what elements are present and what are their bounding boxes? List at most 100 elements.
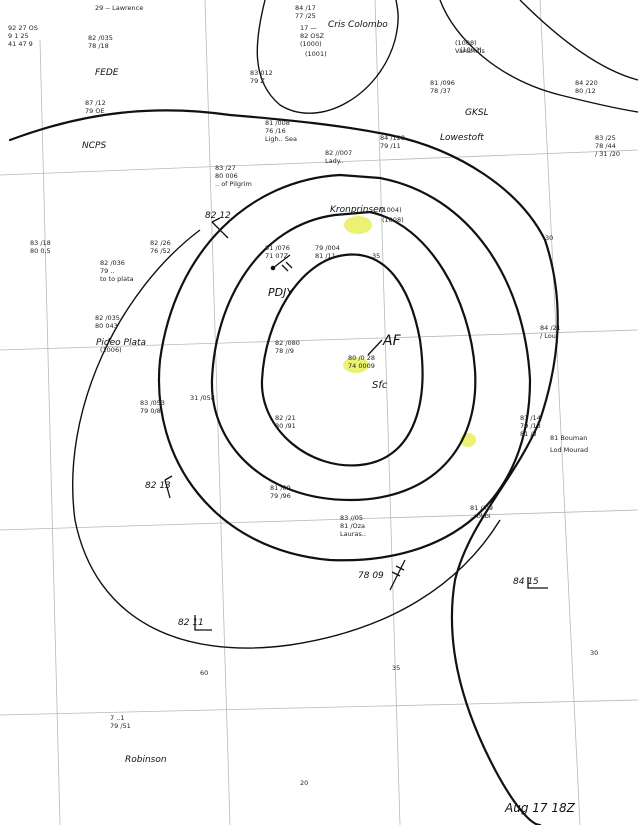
svg-text:82 11: 82 11 (178, 618, 204, 628)
svg-text:84 /17: 84 /17 (295, 4, 316, 12)
svg-text:41 47 9: 41 47 9 (8, 40, 33, 48)
svg-text:82 /036: 82 /036 (100, 259, 125, 267)
ship-label: PDJY (268, 286, 294, 299)
svg-text:80 /0 28: 80 /0 28 (348, 354, 375, 362)
svg-text:(1008): (1008) (382, 216, 404, 224)
svg-text:(1000): (1000) (300, 40, 322, 48)
svg-text:20: 20 (300, 779, 308, 787)
svg-text:77 /25: 77 /25 (295, 12, 316, 20)
svg-text:82 /26: 82 /26 (150, 239, 171, 247)
svg-text:81 Bouman: 81 Bouman (550, 434, 587, 442)
pressure-notes: (1004) (1008) (1002) (1001) (1006) (100, 46, 482, 354)
ship-plot: PDJY (268, 254, 294, 299)
svg-text:80 /91: 80 /91 (275, 422, 296, 430)
svg-text:81 /14: 81 /14 (520, 414, 541, 422)
place-labels: Cris Colombo Kronprinsen NCPS FEDE GKSL … (82, 20, 489, 765)
highlight-marks (343, 216, 476, 447)
storm-center: AF 80 /0 28 74 0009 Sfc (348, 333, 402, 391)
svg-text:(1004): (1004) (380, 206, 402, 214)
date-label: Aug 17 18Z (504, 801, 576, 815)
svg-text:82 //007: 82 //007 (325, 149, 352, 157)
svg-text:..rbkbi: ..rbkbi (470, 512, 491, 520)
place-ncps: NCPS (82, 141, 106, 151)
svg-text:80 0,5: 80 0,5 (30, 247, 51, 255)
svg-text:7 ..1: 7 ..1 (110, 714, 124, 722)
svg-text:82 13: 82 13 (145, 481, 171, 491)
svg-text:79 /004: 79 /004 (315, 244, 340, 252)
svg-text:Lod Mourad: Lod Mourad (550, 446, 588, 454)
wind-barb: 84 15 (513, 577, 548, 589)
svg-text:(1001): (1001) (305, 50, 327, 58)
svg-text:82 12: 82 12 (205, 211, 231, 221)
svg-text:17 —: 17 — (300, 24, 317, 32)
svg-text:79 /51: 79 /51 (110, 722, 131, 730)
svg-text:83 012: 83 012 (250, 69, 273, 77)
svg-text:60: 60 (200, 669, 208, 677)
svg-text:80 043: 80 043 (95, 322, 118, 330)
svg-text:81 //09: 81 //09 (470, 504, 493, 512)
wind-barb: 78 09 (358, 559, 406, 591)
svg-text:84 /128: 84 /128 (380, 134, 405, 142)
svg-text:82 /21: 82 /21 (275, 414, 296, 422)
svg-text:71 07Z: 71 07Z (265, 252, 289, 260)
svg-text:76 /16: 76 /16 (265, 127, 286, 135)
svg-text:81 /076: 81 /076 (265, 244, 290, 252)
place-fede: FEDE (95, 68, 119, 78)
place-gksl: GKSL (465, 108, 489, 118)
svg-text:Sfc: Sfc (372, 380, 388, 391)
place-robinson: Robinson (125, 755, 167, 765)
svg-text:.. of Pilgrim: .. of Pilgrim (215, 180, 252, 188)
svg-text:74 0009: 74 0009 (348, 362, 375, 370)
svg-text:82 /035: 82 /035 (95, 314, 120, 322)
svg-text:(1006): (1006) (100, 346, 122, 354)
svg-text:/ Lout: / Lout (540, 332, 559, 340)
svg-text:Vanamfis: Vanamfis (455, 47, 485, 55)
center-label: AF (382, 333, 402, 349)
svg-text:79 Z: 79 Z (250, 77, 265, 85)
svg-text:81 /008: 81 /008 (265, 119, 290, 127)
wind-barb: 82 13 (145, 475, 173, 499)
svg-text:79 /96: 79 /96 (270, 492, 291, 500)
svg-text:82 /035: 82 /035 (88, 34, 113, 42)
svg-text:35: 35 (372, 252, 380, 260)
grid-labels: 30 35 30 20 35 60 (200, 234, 598, 787)
svg-text:92 27 OS: 92 27 OS (8, 24, 38, 32)
svg-text:80 006: 80 006 (215, 172, 238, 180)
svg-text:(1008): (1008) (455, 39, 477, 47)
svg-text:81 /09: 81 /09 (270, 484, 291, 492)
svg-text:Ligh.. Sea: Ligh.. Sea (265, 135, 297, 143)
svg-text:(1002): (1002) (460, 46, 482, 54)
svg-text:to to plata: to to plata (100, 275, 134, 283)
svg-text:84 220: 84 220 (575, 79, 598, 87)
svg-text:83 /25: 83 /25 (595, 134, 616, 142)
svg-text:79 ..: 79 .. (100, 267, 114, 275)
svg-text:83 /27: 83 /27 (215, 164, 236, 172)
svg-text:30: 30 (545, 234, 553, 242)
svg-text:30: 30 (590, 649, 598, 657)
place-lowestoft: Lowestoft (440, 133, 484, 143)
svg-text:83 /18: 83 /18 (30, 239, 51, 247)
isobars (8, 0, 638, 825)
svg-text:79 /11: 79 /11 (380, 142, 401, 150)
svg-text:29 -- Lawrence: 29 -- Lawrence (95, 4, 143, 12)
svg-text:82 OSZ: 82 OSZ (300, 32, 325, 40)
svg-text:83 /053: 83 /053 (140, 399, 165, 407)
svg-text:83 //05: 83 //05 (340, 514, 363, 522)
svg-text:78 /44: 78 /44 (595, 142, 616, 150)
svg-text:79 0/8: 79 0/8 (140, 407, 161, 415)
svg-text:81 /3: 81 /3 (520, 430, 537, 438)
svg-text:80 /12: 80 /12 (575, 87, 596, 95)
svg-text:78 09: 78 09 (358, 571, 384, 581)
svg-text:9 1 25: 9 1 25 (8, 32, 29, 40)
svg-text:78 //9: 78 //9 (275, 347, 294, 355)
wind-barbs: 82 12 82 13 82 11 78 09 84 15 (145, 211, 548, 631)
place-cris-colombo: Cris Colombo (328, 20, 388, 30)
svg-text:78 /37: 78 /37 (430, 87, 451, 95)
svg-text:Lauras..: Lauras.. (340, 530, 366, 538)
wind-barb: 82 11 (178, 615, 212, 631)
svg-text:/ 31 /20: / 31 /20 (595, 150, 620, 158)
svg-text:79 OE: 79 OE (85, 107, 105, 115)
svg-text:76 /52: 76 /52 (150, 247, 171, 255)
